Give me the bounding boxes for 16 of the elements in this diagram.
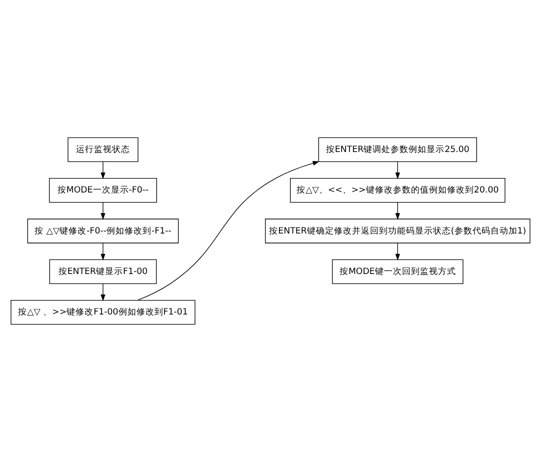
arrow — [100, 160, 106, 179]
node-box: 按△▽、<<、>>键修改参数的值例如修改到20.00 — [290, 178, 506, 202]
node-box: 按ENTER键确定修改并返回到功能码显示状态(参数代码自动加1) — [265, 218, 530, 243]
node-box: 按△▽ 、>>键修改F1-00例如修改到F1-01 — [10, 300, 196, 324]
node-box: 按ENTER键调处参数例如显示25.00 — [318, 136, 477, 162]
arrow — [395, 160, 400, 179]
node-box: 按 △▽键修改-F0--例如修改到-F1-- — [27, 218, 179, 243]
arrow — [395, 202, 400, 220]
arrow — [395, 242, 400, 260]
node-box: 按ENTER键显示F1-00 — [49, 258, 157, 284]
arrow — [100, 242, 106, 260]
node-box: 运行监视状态 — [68, 136, 138, 162]
arrow — [100, 202, 106, 220]
node-box: 按MODE键一次回到监视方式 — [332, 258, 464, 284]
node-box: 按MODE一次显示-F0-- — [49, 178, 157, 202]
arrow — [100, 282, 106, 301]
